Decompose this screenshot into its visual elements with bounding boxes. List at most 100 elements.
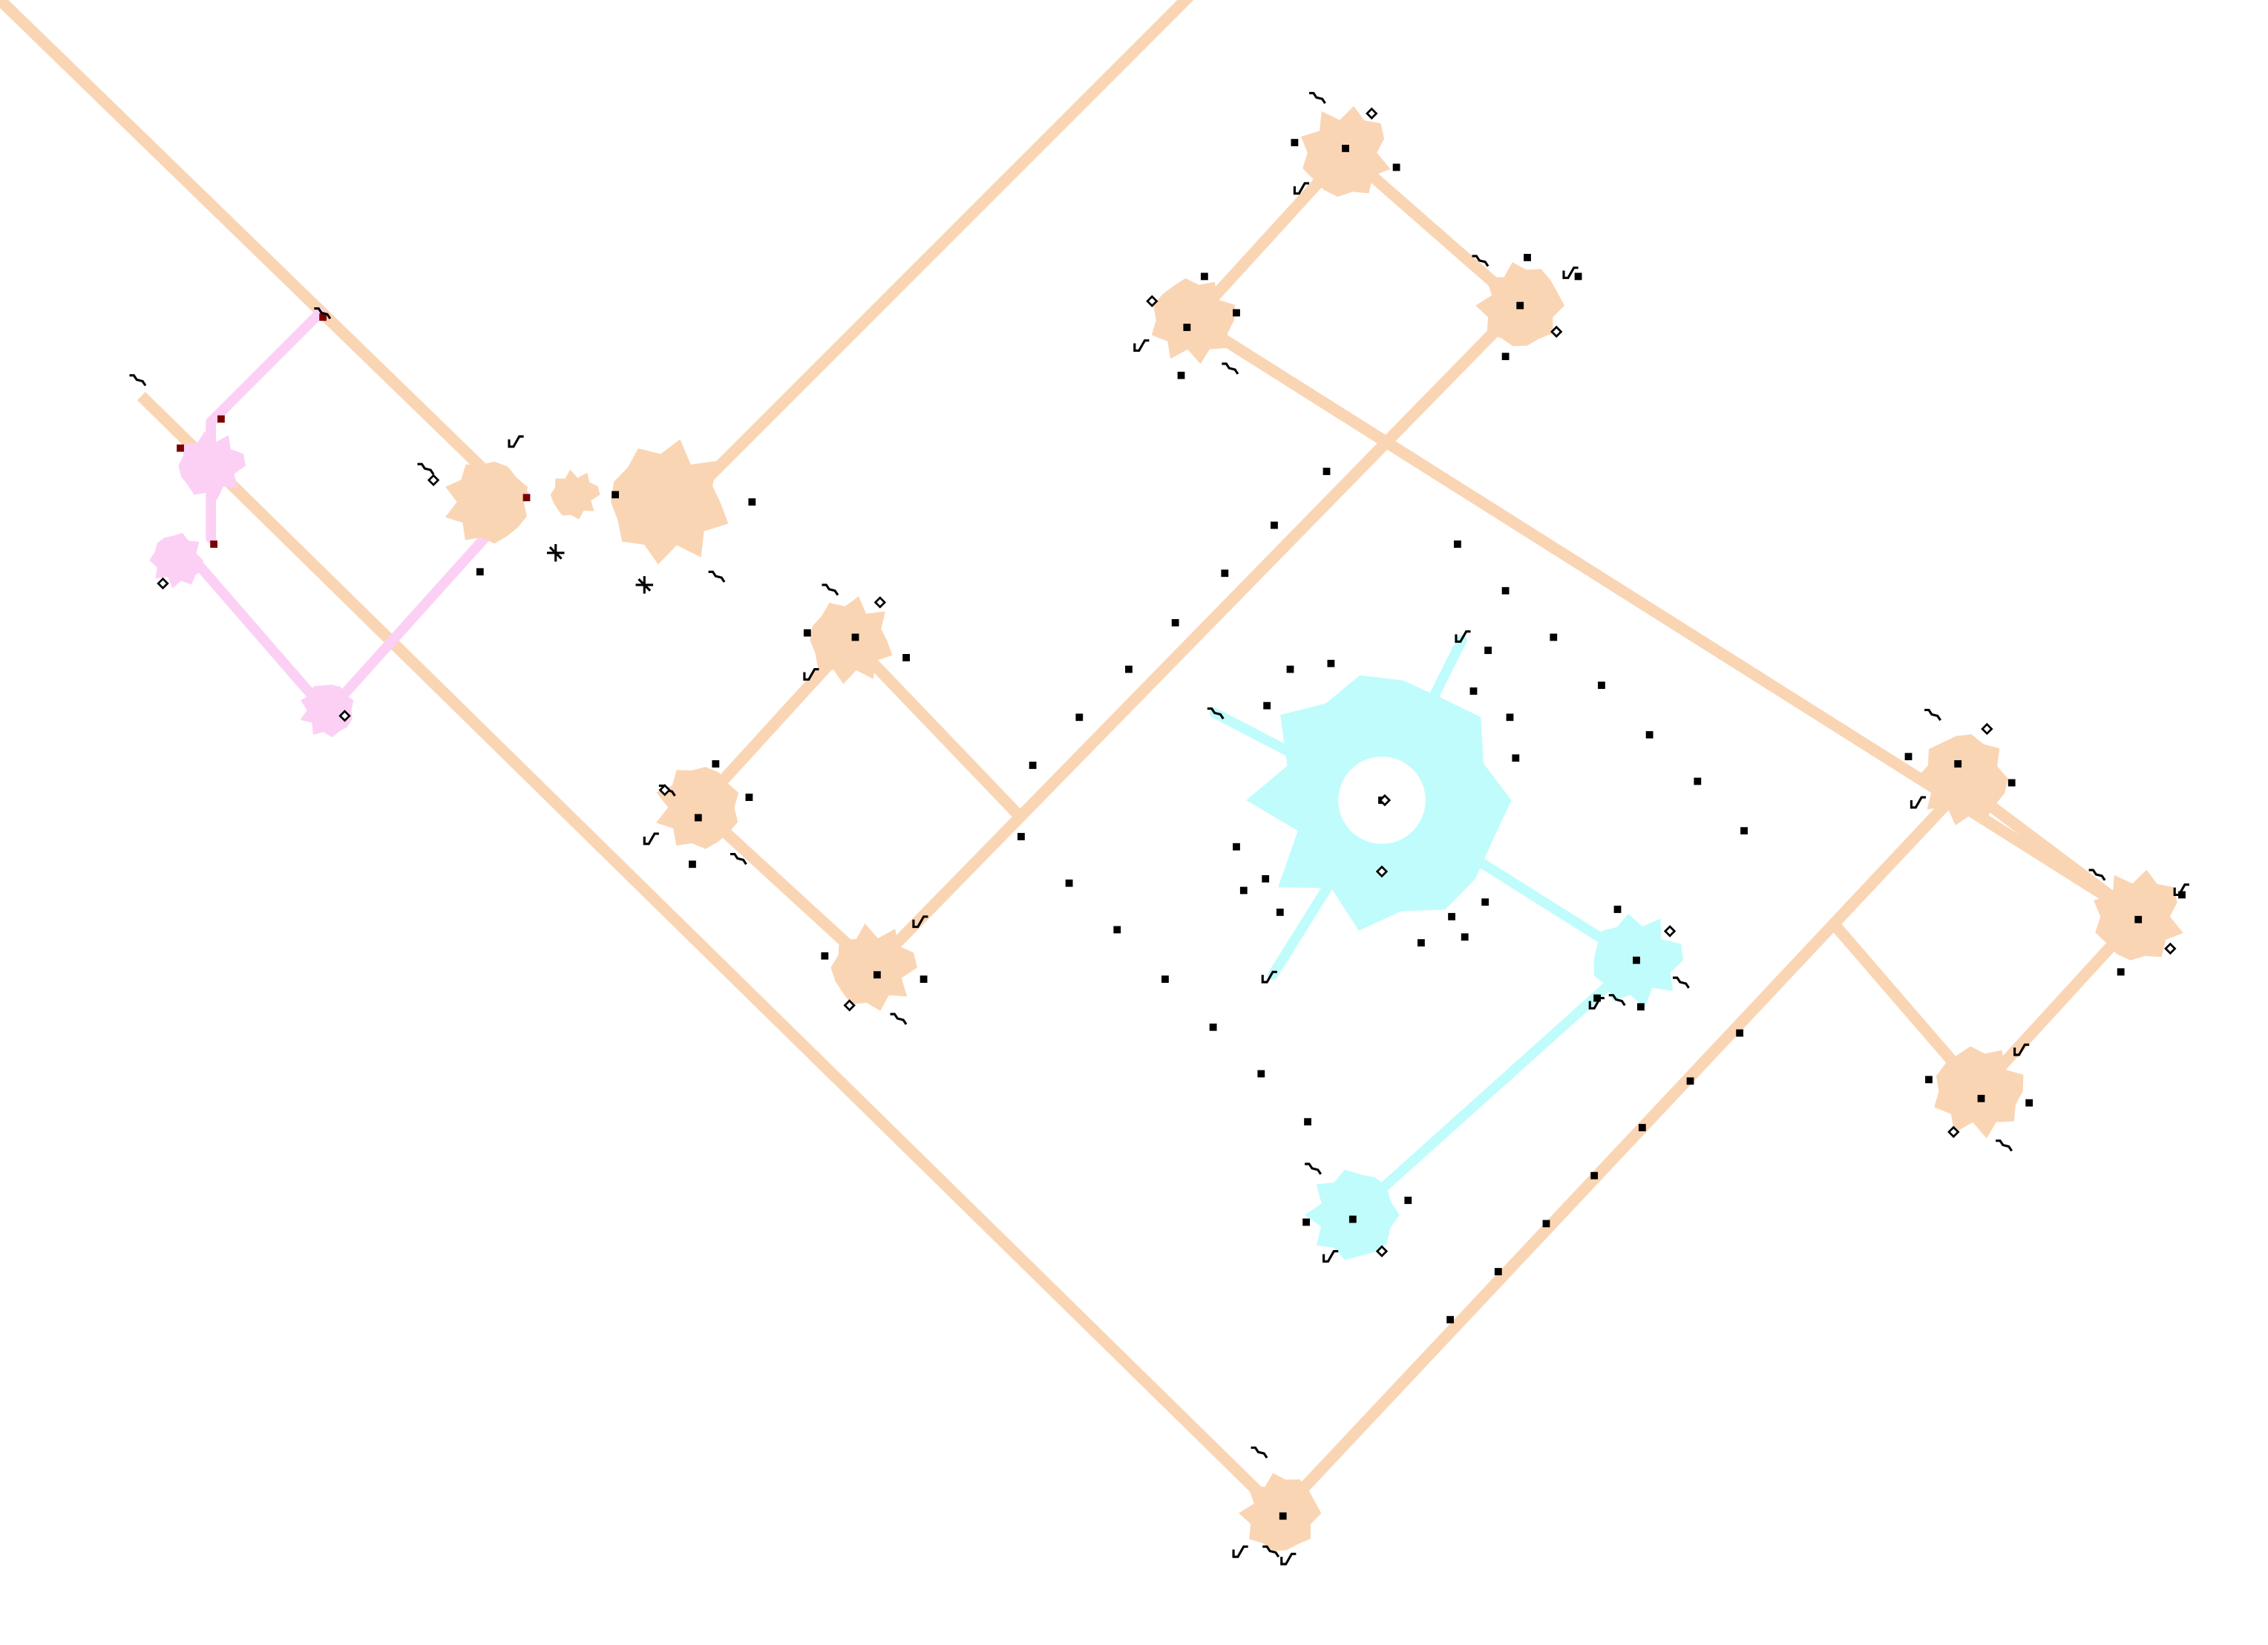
- diamond-icon: [1366, 107, 1378, 120]
- node-peach: [830, 923, 917, 1011]
- node-dot-pink: [522, 494, 531, 502]
- wire-pink: [177, 540, 332, 719]
- node-dot: [1501, 353, 1510, 361]
- node-dot: [1065, 879, 1073, 887]
- node-dot: [1183, 324, 1191, 331]
- squiggle-icon: [1673, 976, 1690, 989]
- node-dot: [1516, 301, 1524, 310]
- diamond-icon: [338, 710, 351, 722]
- node-dot: [1029, 762, 1037, 769]
- squiggle-icon: [1305, 1162, 1322, 1175]
- node-dot: [1342, 145, 1349, 152]
- node-dot: [1113, 926, 1121, 934]
- squiggle-icon: [730, 852, 747, 866]
- node-dot: [2008, 779, 2016, 787]
- node-dot: [851, 633, 859, 641]
- cross-glyph-icon: [635, 576, 654, 594]
- node-dot: [1263, 702, 1271, 710]
- node-dot: [2117, 968, 2125, 976]
- hook-icon: [803, 668, 819, 681]
- node-peach: [1239, 1473, 1322, 1551]
- node-dot: [1017, 833, 1025, 840]
- node-dot: [1925, 1076, 1933, 1084]
- node-peach: [810, 596, 893, 684]
- node-dot: [1484, 647, 1492, 655]
- node-dot: [1542, 1220, 1550, 1228]
- node-dot: [1686, 1077, 1694, 1085]
- diamond-icon: [1550, 325, 1563, 339]
- node-dot: [803, 629, 811, 637]
- node-dot: [1454, 540, 1461, 548]
- node-dot: [873, 971, 881, 979]
- node-dot: [1613, 906, 1622, 913]
- hook-icon: [1323, 1250, 1339, 1263]
- node-peach: [1151, 278, 1235, 364]
- node-dot: [2178, 891, 2186, 899]
- hook-icon: [1293, 182, 1309, 195]
- hook-icon: [1562, 266, 1579, 279]
- node-peach: [611, 439, 729, 565]
- wire-peach: [842, 632, 1027, 823]
- squiggle-icon: [1222, 362, 1239, 375]
- node-dot: [1161, 975, 1169, 983]
- node-dot: [1125, 665, 1133, 673]
- diamond-icon: [1981, 722, 1993, 736]
- node-pink: [149, 533, 203, 589]
- node-dot: [1977, 1094, 1985, 1102]
- node-dot-pink: [319, 313, 327, 321]
- squiggle-icon: [708, 570, 726, 583]
- squiggle-icon: [2088, 869, 2106, 881]
- node-dot: [1524, 254, 1531, 261]
- node-dot: [1262, 874, 1270, 883]
- squiggle-icon: [1472, 255, 1489, 267]
- diamond-icon: [843, 999, 856, 1012]
- node-dot: [1209, 1023, 1217, 1031]
- node-dot: [1904, 753, 1913, 761]
- squiggle-icon: [890, 1013, 908, 1025]
- node-dot: [1286, 665, 1294, 673]
- wire-layer: [0, 0, 2147, 1522]
- node-dot: [712, 760, 720, 768]
- node-dot: [748, 498, 756, 506]
- hook-icon: [1280, 1552, 1297, 1566]
- dot-layer: [177, 139, 2186, 1520]
- squiggle-icon: [1262, 1545, 1280, 1558]
- node-dot: [1200, 272, 1208, 281]
- diamond-icon: [1947, 1125, 1960, 1139]
- blob-layer: [149, 105, 2183, 1551]
- diamond-icon: [1663, 925, 1677, 938]
- hook-icon: [912, 915, 928, 929]
- squiggle-icon: [1251, 1446, 1268, 1459]
- node-dot: [1418, 939, 1425, 946]
- node-peach: [550, 469, 600, 520]
- node-peach: [2094, 869, 2183, 961]
- diamond-icon: [2164, 942, 2177, 955]
- node-peach: [445, 461, 528, 544]
- node-pink: [178, 431, 246, 500]
- node-dot: [1221, 569, 1229, 578]
- hook-icon: [1910, 796, 1927, 809]
- hook-icon: [508, 435, 524, 448]
- hook-icon: [1588, 996, 1605, 1010]
- node-dot: [1279, 1512, 1287, 1520]
- diamond-icon: [427, 474, 440, 487]
- node-dot: [612, 491, 619, 499]
- node-dot: [1633, 956, 1640, 964]
- diamond-icon: [1146, 295, 1158, 307]
- node-dot: [1638, 1124, 1646, 1131]
- node-dot: [689, 860, 696, 869]
- node-dot: [1645, 730, 1654, 739]
- wire-peach: [137, 391, 1288, 1522]
- node-dot: [920, 975, 928, 983]
- node-dot: [1598, 681, 1605, 690]
- node-dot: [1501, 586, 1510, 595]
- node-dot: [1302, 1218, 1310, 1226]
- node-dot: [1636, 1003, 1645, 1011]
- node-peach: [1934, 1046, 2024, 1139]
- hook-icon: [2013, 1043, 2030, 1056]
- node-dot: [1481, 898, 1489, 906]
- node-dot: [1461, 933, 1469, 941]
- node-dot: [745, 794, 753, 801]
